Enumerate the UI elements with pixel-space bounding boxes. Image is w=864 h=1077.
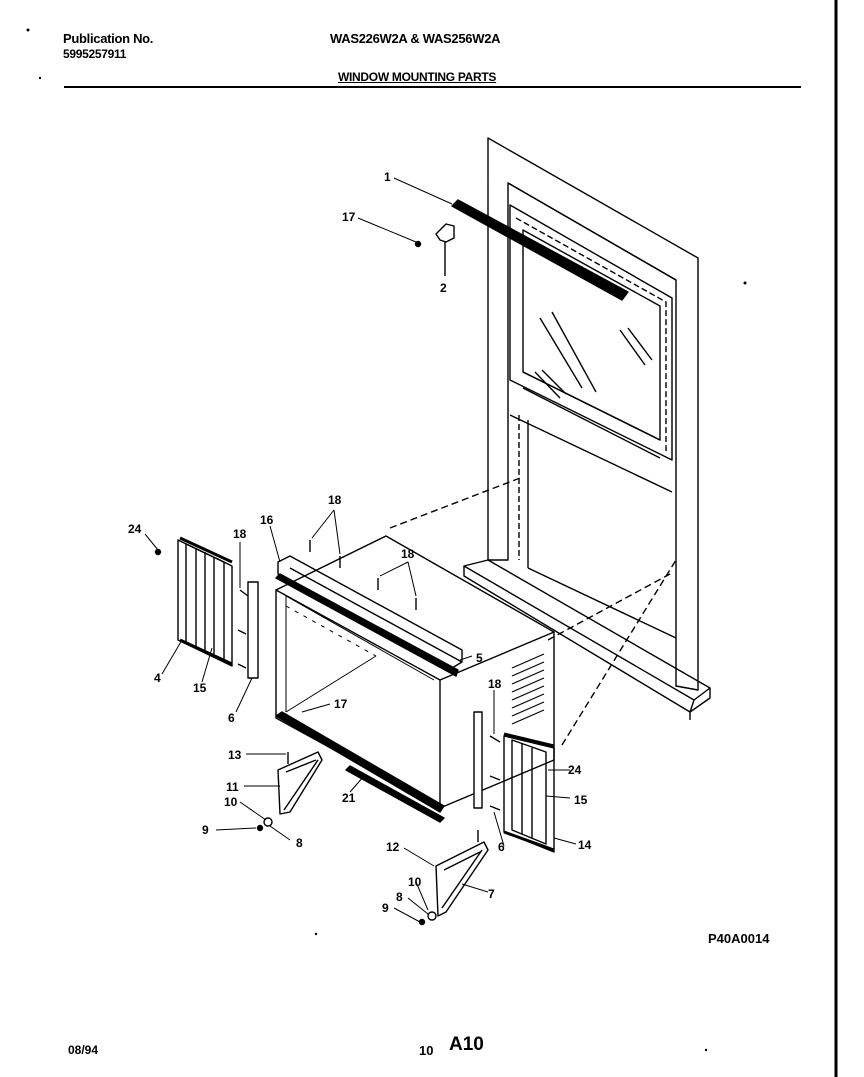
publication-number: 5995257911 xyxy=(63,47,127,61)
header-rule xyxy=(64,86,801,88)
bottom-strip xyxy=(275,711,445,813)
callout-18: 18 xyxy=(401,547,415,561)
right-curtain-panel xyxy=(503,732,555,853)
publication-label: Publication No. xyxy=(63,31,154,46)
callout-18: 18 xyxy=(488,677,502,691)
callout-10: 10 xyxy=(224,795,238,809)
page-code: A10 xyxy=(449,1034,484,1055)
page-number: 10 xyxy=(419,1043,434,1058)
callout-8: 8 xyxy=(396,890,403,904)
left-curtain-panel xyxy=(177,536,233,667)
callout-6: 6 xyxy=(228,711,235,725)
callout-16: 16 xyxy=(260,513,274,527)
callout-15: 15 xyxy=(574,793,588,807)
callout-11: 11 xyxy=(226,780,239,794)
callout-10: 10 xyxy=(408,875,422,889)
callout-15: 15 xyxy=(193,681,207,695)
left-side-channel xyxy=(247,581,259,679)
callout-18: 18 xyxy=(328,493,342,507)
window-frame xyxy=(463,137,711,720)
callout-2: 2 xyxy=(440,281,447,295)
callout-13: 13 xyxy=(228,748,242,762)
callout-6: 6 xyxy=(498,840,505,854)
callout-24: 24 xyxy=(128,522,142,536)
diagram-reference: P40A0014 xyxy=(708,931,770,946)
ac-cabinet xyxy=(275,535,555,809)
callout-9: 9 xyxy=(382,901,389,915)
footer-date: 08/94 xyxy=(68,1043,99,1057)
callout-9: 9 xyxy=(202,823,209,837)
callout-24: 24 xyxy=(568,763,582,777)
callout-labels: 1 17 2 24 18 16 18 18 4 15 6 5 17 18 13 … xyxy=(128,170,592,915)
top-seal-strip xyxy=(451,199,629,301)
callout-7: 7 xyxy=(488,887,495,901)
callout-17: 17 xyxy=(334,697,348,711)
bracket xyxy=(435,223,455,243)
callout-8: 8 xyxy=(296,836,303,850)
callout-12: 12 xyxy=(386,840,400,854)
model-numbers: WAS226W2A & WAS256W2A xyxy=(330,31,501,46)
callout-21: 21 xyxy=(342,791,356,805)
callout-5: 5 xyxy=(476,651,483,665)
callout-1: 1 xyxy=(384,170,391,184)
right-support-bracket xyxy=(435,841,489,917)
callout-14: 14 xyxy=(578,838,592,852)
callout-4: 4 xyxy=(154,671,161,685)
left-support-bracket xyxy=(277,751,323,815)
callout-18: 18 xyxy=(233,527,247,541)
section-title: WINDOW MOUNTING PARTS xyxy=(338,70,497,84)
callout-17: 17 xyxy=(342,210,356,224)
